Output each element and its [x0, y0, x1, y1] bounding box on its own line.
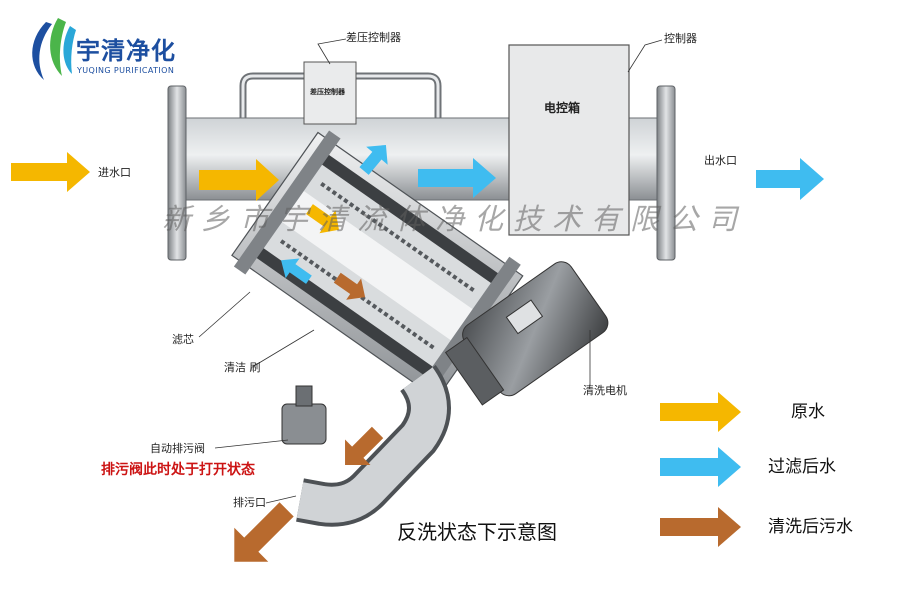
legend-raw-water-arrow — [660, 392, 741, 432]
control-box-label: 电控箱 — [544, 101, 581, 115]
company-watermark: 新乡市宇清流体净化技术有限公司 — [162, 202, 748, 236]
washing-motor-label: 清洗电机 — [583, 384, 627, 397]
legend-dirty-water-arrow — [660, 507, 741, 547]
backwash-water-arrow-up — [359, 144, 388, 175]
legend-dirty-water-label: 清洗后污水 — [768, 517, 853, 537]
cleaning-brush-label: 清洁 刷 — [224, 361, 261, 374]
drain-outlet-label: 排污口 — [233, 496, 266, 509]
brand-name-en: YUQING PURIFICATION — [77, 66, 175, 75]
diagram-caption: 反洗状态下示意图 — [397, 520, 557, 544]
legend-raw-water-label: 原水 — [791, 402, 825, 422]
dirty-water-arrow-elbow — [345, 426, 384, 465]
diff-pressure-box-label: 差压控制器 — [310, 88, 345, 96]
inlet-arrow — [11, 152, 90, 192]
legend-filtered-water-arrow — [660, 447, 741, 487]
raw-water-arrow-into-body — [199, 159, 279, 201]
drain-valve-status-text: 排污阀此时处于打开状态 — [101, 462, 255, 478]
diff-pressure-controller-label: 差压控制器 — [346, 31, 401, 44]
dirty-water-arrow-inside — [333, 272, 366, 300]
outlet-label: 出水口 — [704, 154, 737, 167]
filtered-water-arrow-main-pipe — [418, 158, 496, 198]
filtered-water-arrow-inside — [281, 258, 312, 284]
legend-filtered-water-label: 过滤后水 — [768, 457, 836, 477]
brand-name-cn: 宇清净化 — [76, 37, 176, 65]
outlet-arrow — [756, 158, 824, 200]
controller-label: 控制器 — [664, 32, 697, 45]
filter-core-label: 滤芯 — [172, 333, 194, 346]
drain-outlet-arrow — [234, 502, 294, 562]
inlet-label: 进水口 — [98, 166, 131, 179]
raw-water-arrow-inside — [305, 204, 339, 234]
brand-logo-icon — [32, 18, 76, 80]
auto-drain-valve-label: 自动排污阀 — [150, 442, 205, 455]
